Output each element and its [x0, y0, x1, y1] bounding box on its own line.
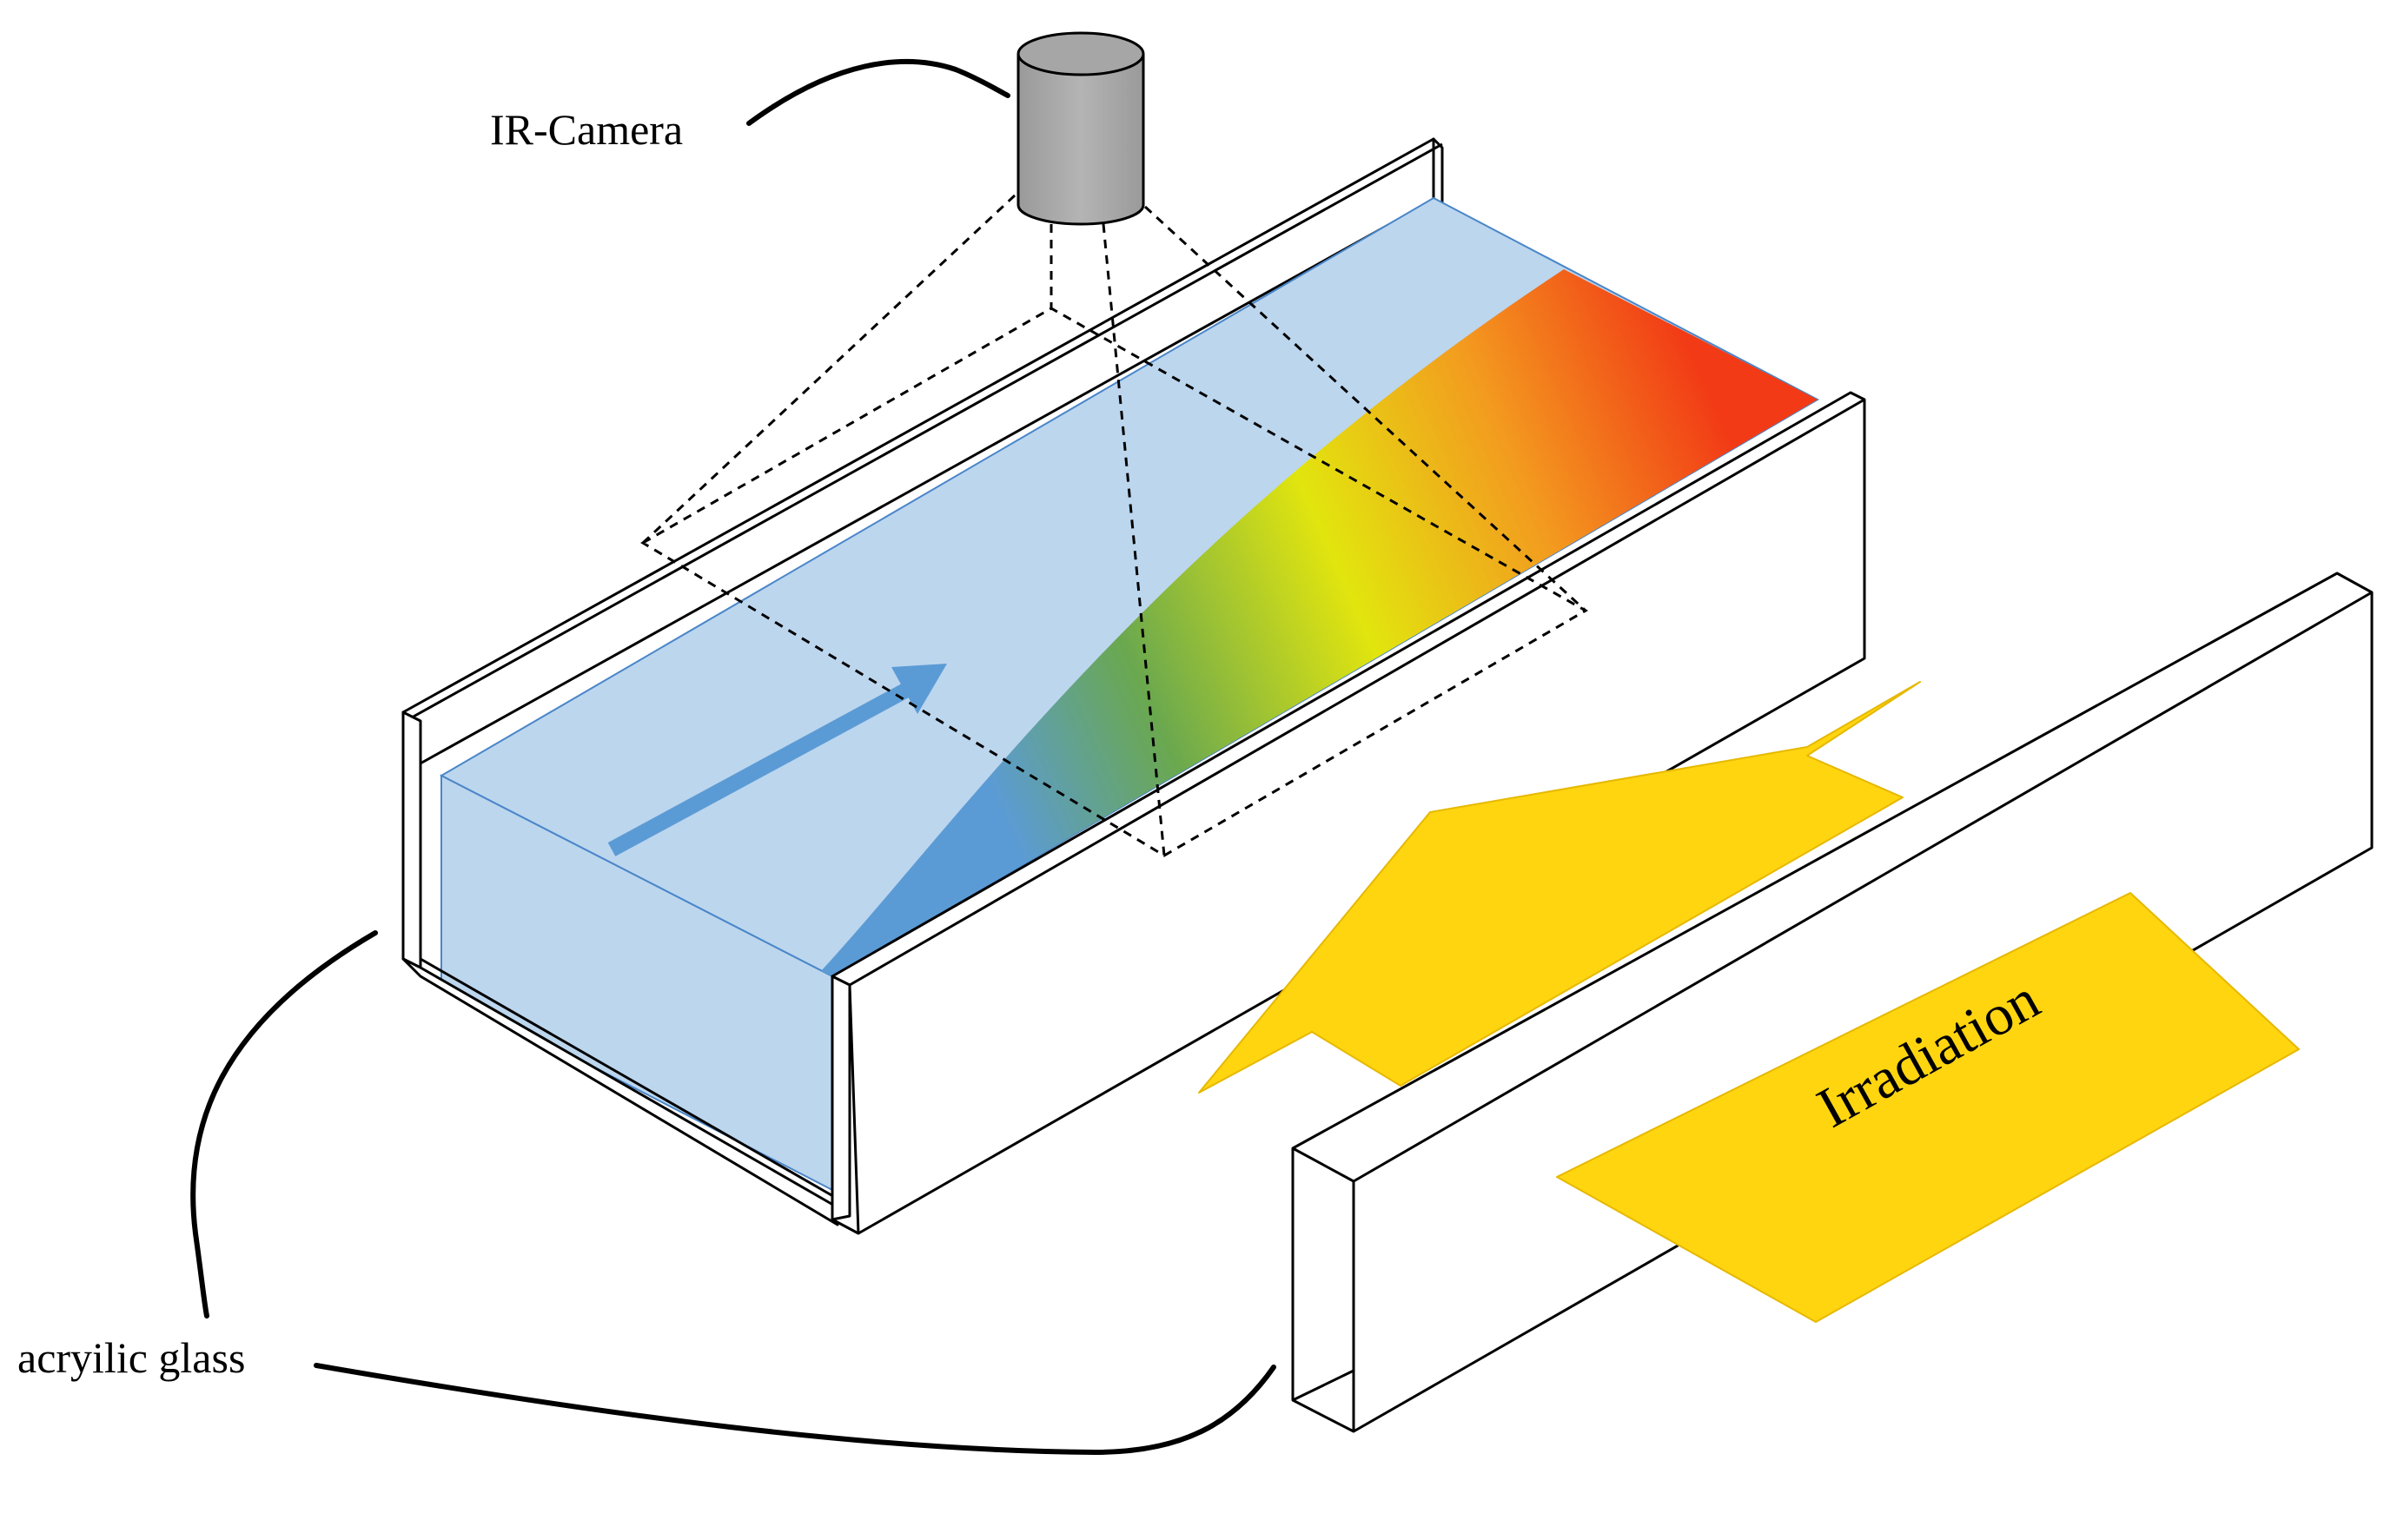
channel-left-end-wall: [401, 711, 422, 969]
glass-leader-line-2: [314, 1363, 1276, 1456]
flow-direction-arrow: [607, 664, 947, 856]
glass-label: acryilic glass: [17, 1333, 245, 1382]
irradiation-panel: [1556, 892, 2300, 1323]
camera-label: IR-Camera: [490, 105, 683, 154]
irradiation-arrow: [1198, 681, 1921, 1094]
camera-leader-line: [746, 58, 1010, 126]
ir-camera-icon: [1017, 31, 1145, 226]
acrylic-glass-plate: [1291, 572, 2374, 1433]
glass-leader-line-1: [190, 930, 378, 1319]
channel-front-wall: [831, 391, 1866, 1235]
camera-field-of-view: [640, 194, 1589, 857]
